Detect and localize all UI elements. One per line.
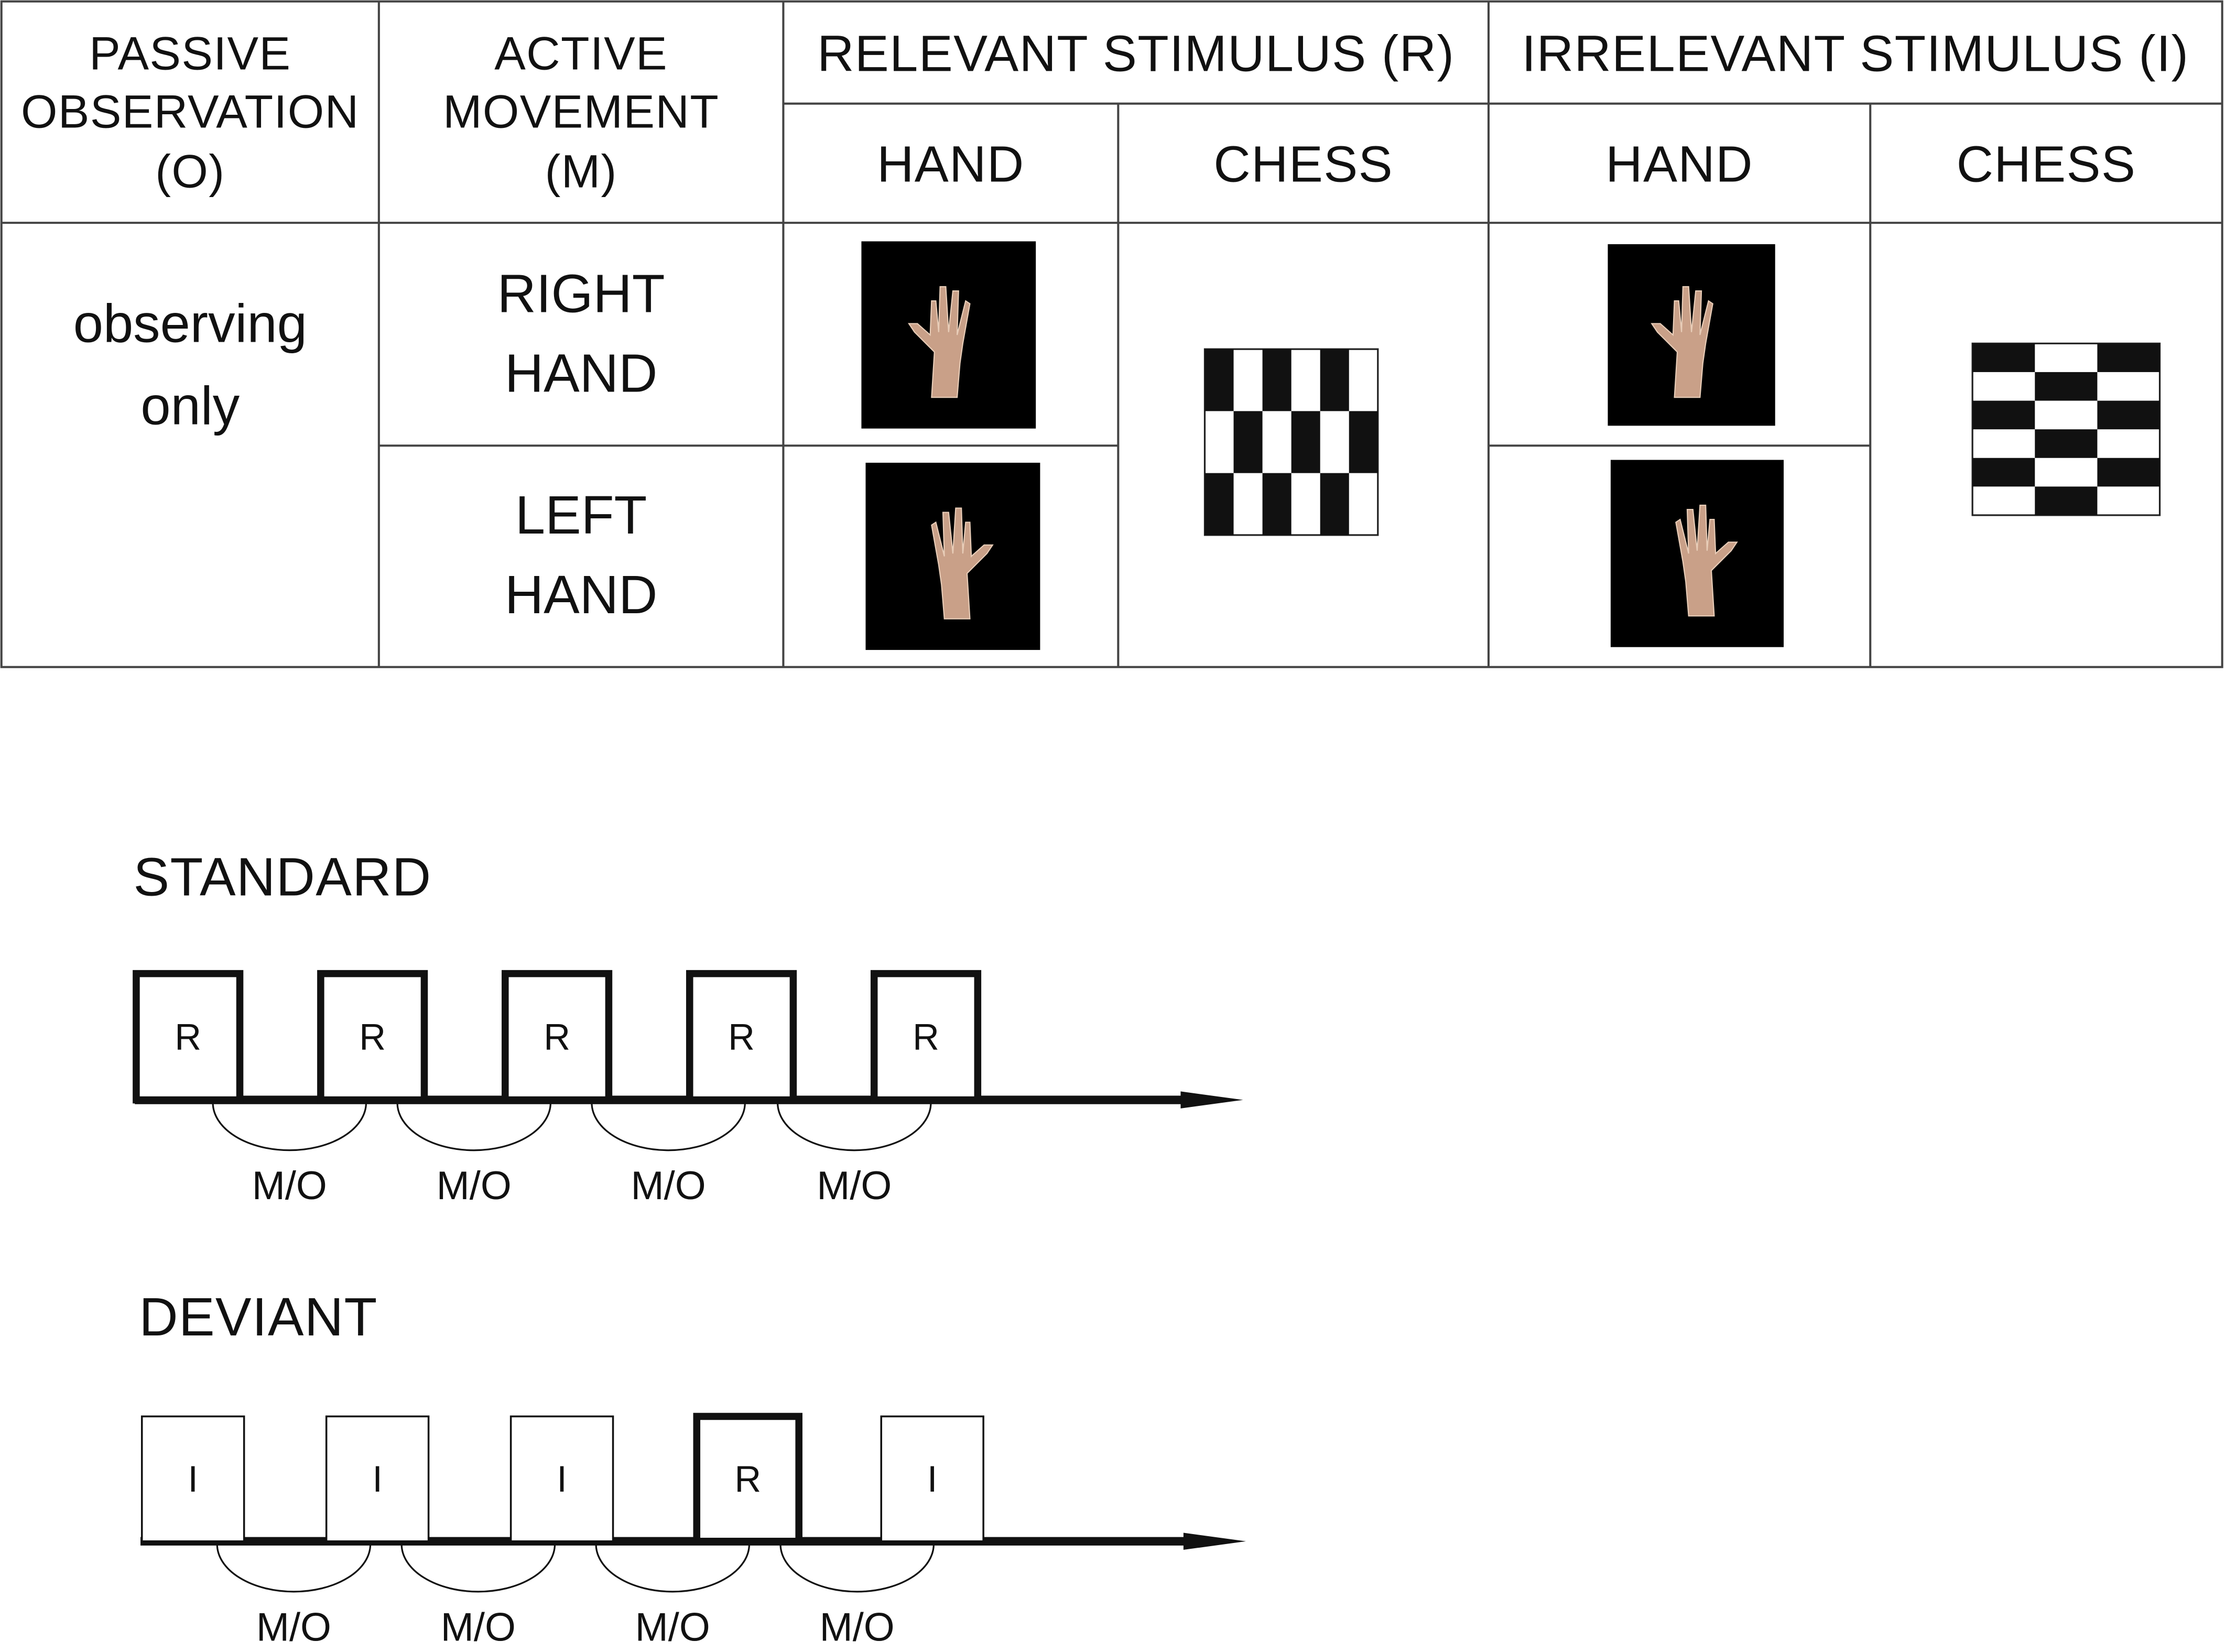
chess-stimulus-irrelevant [1971, 342, 2161, 516]
standard-interval-label: M/O [252, 1164, 327, 1208]
hand-stimulus-irrelevant-left [1610, 460, 1784, 647]
subheader-relevant-hand-label: HAND [877, 134, 1025, 192]
deviant-interval-arc [595, 1544, 751, 1593]
chess-irrelevant-square [2097, 343, 2160, 372]
deviant-stimulus-box [140, 1415, 245, 1542]
left-hand-line1: LEFT [515, 486, 647, 547]
standard-interval-label: M/O [437, 1164, 512, 1208]
standard-sequence: R R R R R M/O M/O M/O M/O [133, 970, 1243, 1208]
only-label: only [140, 377, 240, 438]
standard-stimulus-label: R [359, 1016, 386, 1057]
right-hand-line2: HAND [504, 344, 658, 404]
chess-irrelevant-square [2097, 458, 2160, 487]
header-active-line3: (M) [545, 144, 617, 197]
subheader-relevant-chess-label: CHESS [1213, 134, 1393, 192]
standard-stimulus-box [686, 970, 797, 1104]
chess-irrelevant-square [1972, 343, 2035, 372]
standard-interval-arc [396, 1103, 552, 1151]
header-active-movement: ACTIVE MOVEMENT (M) [379, 2, 784, 223]
standard-stimulus-box [317, 970, 428, 1104]
chess-relevant-square [1291, 411, 1320, 473]
standard-interval-arc [776, 1103, 932, 1151]
standard-interval-label: M/O [631, 1164, 706, 1208]
standard-interval-arc [212, 1103, 367, 1151]
header-passive-observation: PASSIVE OBSERVATION (O) [2, 2, 379, 223]
standard-interval-label: M/O [817, 1164, 892, 1208]
hand-stimulus-irrelevant-right [1608, 244, 1775, 426]
deviant-stimulus-label: I [927, 1458, 938, 1499]
table-grid [0, 0, 2223, 668]
chess-irrelevant-square [1972, 400, 2035, 430]
header-irrelevant-stimulus: IRRELEVANT STIMULUS (I) [1489, 2, 2222, 104]
deviant-interval-label: M/O [256, 1605, 331, 1649]
chess-irrelevant-square [1972, 458, 2035, 487]
standard-stimulus-label: R [544, 1016, 570, 1057]
deviant-stimulus-box [325, 1415, 430, 1542]
right-hand-line1: RIGHT [497, 265, 665, 324]
chess-relevant-square [1262, 473, 1291, 535]
chess-relevant-square [1204, 473, 1234, 535]
header-passive-line3: (O) [155, 144, 225, 197]
standard-stimulus-label: R [913, 1016, 939, 1057]
chess-irrelevant-square [2035, 486, 2098, 515]
hand-stimulus-relevant-left [865, 462, 1040, 650]
standard-stimulus-box [870, 970, 982, 1104]
standard-interval-arc [591, 1103, 746, 1151]
deviant-stimulus-label: I [557, 1458, 567, 1499]
hand-stimulus-relevant-right [861, 241, 1036, 429]
deviant-interval-arc [216, 1544, 372, 1593]
chess-relevant-square [1320, 349, 1349, 411]
standard-arrowhead [1180, 1091, 1243, 1108]
deviant-arrowhead [1183, 1533, 1246, 1550]
subheader-irrelevant-hand: HAND [1489, 104, 1870, 223]
chess-relevant-square [1262, 349, 1291, 411]
chess-irrelevant-square [2035, 429, 2098, 458]
deviant-stimulus-box [509, 1415, 614, 1542]
header-relevant-stimulus: RELEVANT STIMULUS (R) [783, 2, 1489, 104]
standard-title: STANDARD [133, 849, 432, 909]
deviant-interval-label: M/O [441, 1605, 516, 1649]
observing-label: observing [73, 295, 307, 355]
subheader-irrelevant-chess: CHESS [1870, 104, 2222, 223]
header-relevant-label: RELEVANT STIMULUS (R) [817, 23, 1455, 82]
deviant-interval-label: M/O [820, 1605, 895, 1649]
deviant-stimulus-box [880, 1415, 984, 1542]
chess-stimulus-relevant [1203, 348, 1379, 536]
chess-relevant-square [1349, 411, 1378, 473]
header-passive-line1: PASSIVE [89, 27, 291, 80]
standard-stimulus-box [133, 970, 244, 1104]
header-irrelevant-label: IRRELEVANT STIMULUS (I) [1522, 23, 2189, 82]
standard-stimulus-box [502, 970, 613, 1104]
deviant-sequence: I I I R I M/O M/O M/O M/O [140, 1412, 1246, 1649]
subheader-relevant-chess: CHESS [1118, 104, 1489, 223]
chess-relevant-square [1204, 349, 1234, 411]
deviant-title: DEVIANT [139, 1288, 378, 1349]
header-passive-line2: OBSERVATION [21, 85, 360, 138]
deviant-stimulus-box [693, 1412, 802, 1545]
standard-stimulus-label: R [175, 1016, 201, 1057]
left-hand-condition: LEFT HAND [379, 445, 784, 667]
deviant-interval-arc [779, 1544, 935, 1593]
subheader-relevant-hand: HAND [783, 104, 1118, 223]
chess-irrelevant-square [2097, 400, 2160, 430]
chess-relevant-square [1320, 473, 1349, 535]
deviant-interval-arc [400, 1544, 556, 1593]
right-hand-condition: RIGHT HAND [379, 223, 784, 445]
chess-irrelevant-square [2035, 372, 2098, 401]
left-hand-line2: HAND [504, 566, 658, 626]
header-active-line2: MOVEMENT [443, 85, 720, 138]
header-active-line1: ACTIVE [494, 27, 668, 80]
chess-relevant-square [1233, 411, 1263, 473]
standard-stimulus-label: R [728, 1016, 755, 1057]
deviant-stimulus-label: R [734, 1458, 761, 1499]
subheader-irrelevant-chess-label: CHESS [1956, 134, 2136, 192]
deviant-interval-label: M/O [635, 1605, 710, 1649]
deviant-stimulus-label: I [188, 1458, 198, 1499]
subheader-irrelevant-hand-label: HAND [1605, 134, 1753, 192]
passive-observing-only: observing only [2, 284, 379, 511]
deviant-stimulus-label: I [372, 1458, 383, 1499]
